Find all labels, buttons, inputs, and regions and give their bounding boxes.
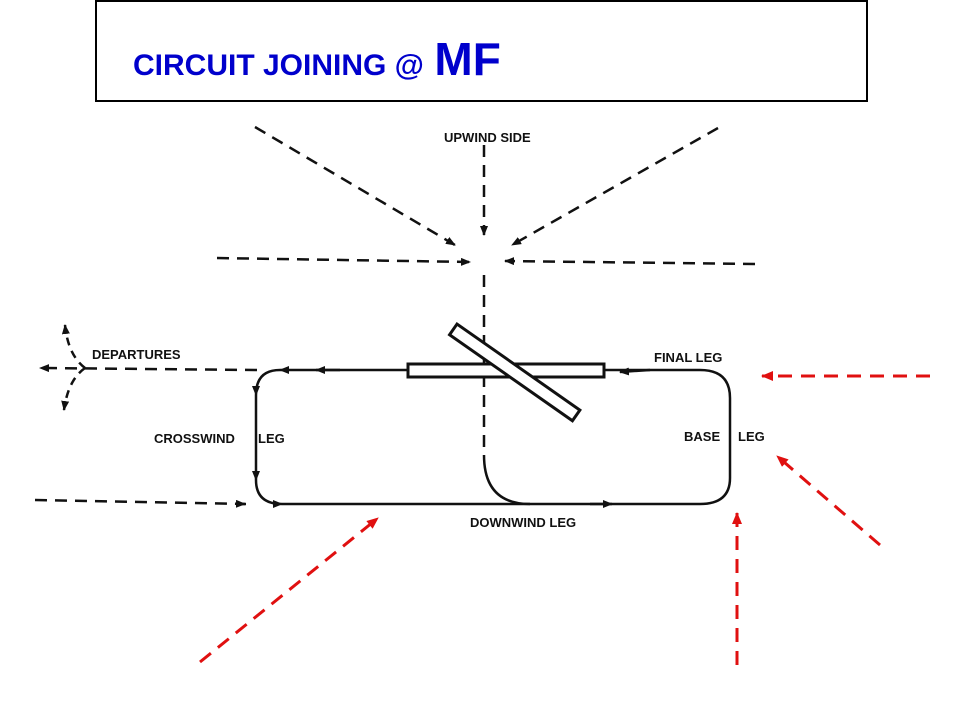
red-joining-arrows	[199, 371, 930, 665]
label-upwind-side: UPWIND SIDE	[444, 130, 531, 145]
label-base: BASE	[684, 429, 720, 444]
crosswind-join-arrow	[34, 498, 246, 508]
label-base-leg: LEG	[738, 429, 765, 444]
label-departures: DEPARTURES	[92, 347, 181, 362]
red-arrow-right-diagonal	[776, 454, 881, 547]
diagram-labels: UPWIND SIDE DEPARTURES FINAL LEG CROSSWI…	[92, 130, 765, 530]
circuit-final-to-upwind	[251, 365, 700, 508]
departures-arrows	[34, 324, 258, 508]
page-title: CIRCUIT JOINING @ MF	[133, 32, 501, 86]
upwind-arrow-right-diagonal	[511, 126, 719, 247]
downwind-leg-line	[375, 368, 732, 506]
label-downwind-leg: DOWNWIND LEG	[470, 515, 576, 530]
upwind-joining-arrows	[216, 125, 756, 455]
runway-symbols	[406, 321, 606, 423]
final-direction-arrow	[619, 367, 651, 376]
title-box: CIRCUIT JOINING @ MF	[95, 0, 868, 102]
red-arrow-bottom-left	[199, 516, 379, 664]
title-code: MF	[434, 33, 501, 85]
upwind-arrow-left-horizontal	[216, 256, 471, 266]
label-final-leg: FINAL LEG	[654, 350, 722, 365]
departure-arrow-line	[39, 364, 258, 373]
runway-diagonal	[447, 321, 582, 423]
upwind-arrow-right-horizontal	[504, 257, 756, 266]
label-crosswind: CROSSWIND	[154, 431, 235, 446]
title-main: CIRCUIT JOINING @	[133, 49, 424, 82]
departure-arrow-down	[61, 366, 86, 411]
upwind-arrow-left-diagonal	[254, 125, 456, 247]
departure-arrow-up	[61, 324, 86, 369]
label-crosswind-leg: LEG	[258, 431, 285, 446]
deadside-join-curve	[482, 454, 531, 506]
